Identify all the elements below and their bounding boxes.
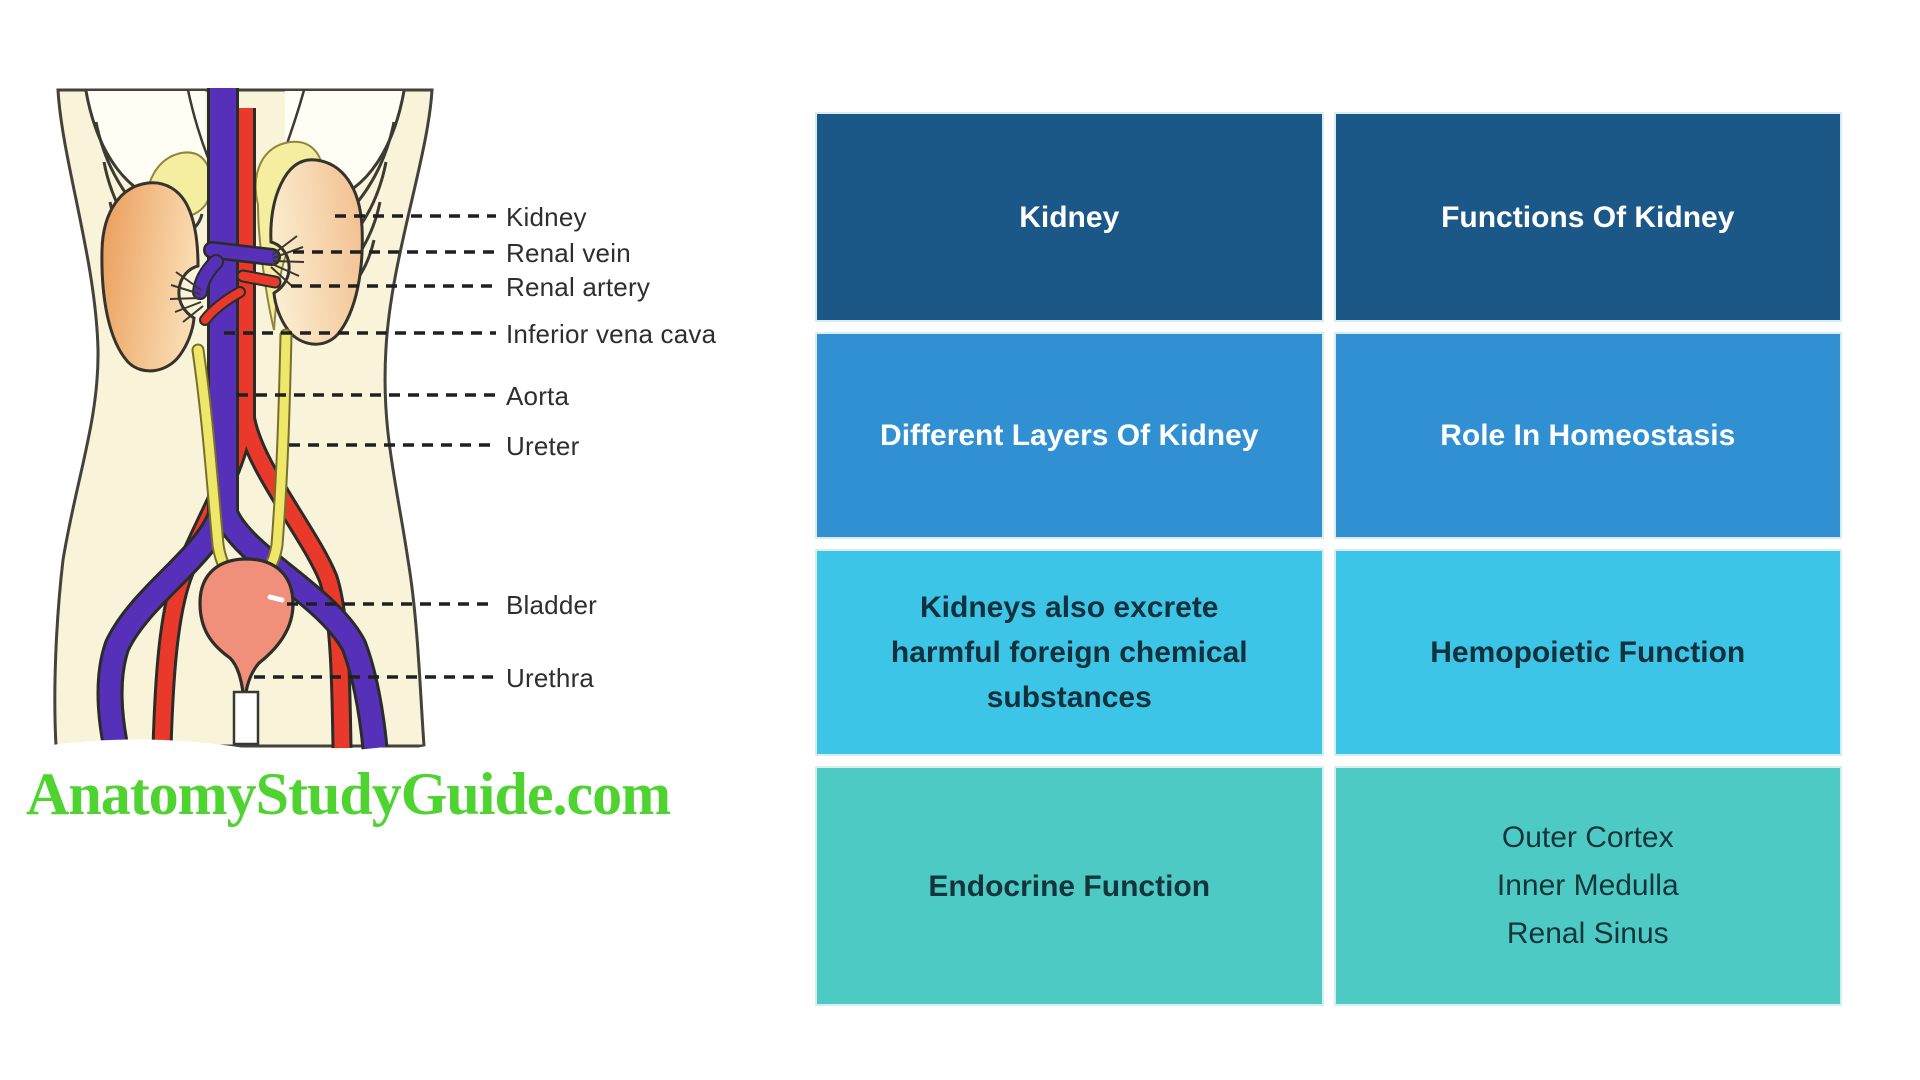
hilum-fan-right [270, 235, 305, 288]
cell-kidney-layers-list: Outer Cortex Inner Medulla Renal Sinus [1333, 766, 1842, 1006]
cell-role-in-homeostasis: Role In Homeostasis [1333, 332, 1842, 539]
anatomy-label-bladder: Bladder [506, 590, 598, 620]
anatomy-label-renal-vein: Renal vein [506, 238, 631, 268]
anatomy-label-urethra: Urethra [506, 663, 595, 693]
kidney-left [100, 181, 200, 373]
leader-lines [224, 214, 496, 679]
cell-different-layers: Different Layers Of Kidney [815, 332, 1324, 539]
anatomy-label-inferior-vena-cava: Inferior vena cava [506, 319, 717, 349]
bladder [198, 557, 295, 694]
cell-functions-of-kidney: Functions Of Kidney [1333, 112, 1842, 322]
urinary-system-figure [0, 0, 780, 790]
anatomy-label-kidney: Kidney [506, 202, 587, 232]
hilum-fan-left [169, 271, 204, 323]
figure-bottom-fade [20, 738, 460, 790]
kidney-info-table: Kidney Functions Of Kidney Different Lay… [815, 112, 1842, 1006]
renal-vessels [192, 241, 282, 326]
anatomy-label-ureter: Ureter [506, 431, 580, 461]
bladder-highlight [267, 594, 285, 603]
urethra-tube [232, 690, 260, 746]
anatomy-label-renal-artery: Renal artery [506, 272, 651, 302]
cell-kidney: Kidney [815, 112, 1324, 322]
cell-excrete-substances: Kidneys also excrete harmful foreign che… [815, 549, 1324, 756]
urinary-system-illustration [20, 88, 496, 790]
watermark-text: AnatomyStudyGuide.com [26, 761, 671, 827]
cell-endocrine-function: Endocrine Function [815, 766, 1324, 1006]
cell-hemopoietic-function: Hemopoietic Function [1333, 549, 1842, 756]
anatomy-label-aorta: Aorta [506, 381, 570, 411]
